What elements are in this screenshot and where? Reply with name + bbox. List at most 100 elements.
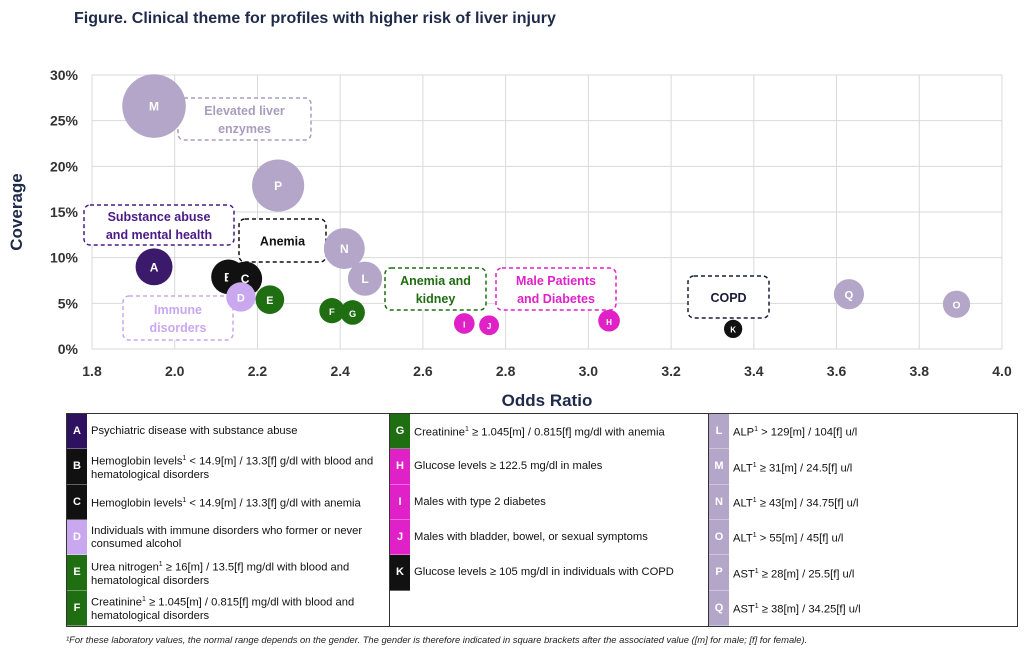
footnote: ¹For these laboratory values, the normal… bbox=[66, 634, 808, 645]
legend-row bbox=[390, 590, 708, 626]
legend-badge: M bbox=[709, 449, 729, 485]
data-point-label: H bbox=[606, 318, 612, 327]
data-point-n bbox=[323, 228, 365, 269]
data-point-label: J bbox=[487, 322, 491, 331]
legend-description: AST1 ≥ 28[m] / 25.5[f] u/l bbox=[733, 567, 855, 581]
x-axis-label: Odds Ratio bbox=[502, 391, 593, 410]
data-point-label: G bbox=[349, 309, 356, 319]
annotation-label: Substance abuse bbox=[108, 210, 211, 224]
legend-badge bbox=[390, 590, 410, 626]
legend-description: Individuals with immune disorders who fo… bbox=[91, 524, 363, 550]
x-tick-label: 2.0 bbox=[165, 363, 185, 379]
legend-badge: F bbox=[67, 590, 87, 626]
x-tick-label: 3.4 bbox=[744, 363, 764, 379]
annotation-label: Anemia and bbox=[400, 274, 471, 288]
legend-badge: E bbox=[67, 555, 87, 591]
annotation-label: kidney bbox=[416, 292, 456, 306]
annotation-label: Anemia bbox=[260, 235, 306, 249]
data-point-e bbox=[255, 285, 285, 314]
y-tick-label: 0% bbox=[58, 341, 79, 357]
data-point-k bbox=[723, 319, 743, 339]
legend-badge: I bbox=[390, 484, 410, 520]
data-point-label: P bbox=[274, 179, 282, 193]
legend-row: I Males with type 2 diabetes bbox=[390, 484, 708, 520]
legend-badge: K bbox=[390, 555, 410, 591]
legend-badge: N bbox=[709, 484, 729, 520]
legend-description: ALT1 ≥ 31[m] / 24.5[f] u/l bbox=[733, 461, 853, 475]
y-tick-label: 20% bbox=[50, 158, 79, 174]
legend-description: ALP1 > 129[m] / 104[f] u/l bbox=[733, 426, 858, 440]
legend-table: A Psychiatric disease with substance abus… bbox=[66, 413, 1018, 627]
annotation-label: Elevated liver bbox=[204, 104, 285, 118]
legend-description: Creatinine1 ≥ 1.045[m] / 0.815[f] mg/dl … bbox=[91, 596, 355, 623]
legend-badge: B bbox=[67, 449, 87, 485]
data-point-j bbox=[479, 315, 500, 336]
chart-title: Figure. Clinical theme for profiles with… bbox=[74, 10, 556, 27]
legend-description: Psychiatric disease with substance abuse bbox=[91, 425, 298, 438]
annotation-label: Male Patients bbox=[516, 274, 596, 288]
legend-column-2: G Creatinine1 ≥ 1.045[m] / 0.815[f] mg/dl… bbox=[390, 414, 709, 626]
data-points: ABCDEFGHIJKLMNOPQ bbox=[122, 74, 971, 339]
y-tick-label: 30% bbox=[50, 67, 79, 83]
legend-badge: D bbox=[67, 519, 87, 556]
legend-row: A Psychiatric disease with substance abus… bbox=[67, 414, 389, 450]
annotation-box bbox=[177, 97, 312, 141]
data-point-label: A bbox=[150, 260, 159, 274]
data-point-label: M bbox=[149, 100, 159, 114]
data-point-a bbox=[135, 248, 173, 286]
x-tick-label: 3.0 bbox=[579, 363, 599, 379]
legend-badge: C bbox=[67, 484, 87, 520]
legend-description: Glucose levels ≥ 105 mg/dl in individual… bbox=[414, 566, 674, 579]
annotation-box bbox=[384, 267, 487, 311]
y-tick-label: 25% bbox=[50, 113, 79, 129]
x-tick-label: 1.8 bbox=[82, 363, 102, 379]
annotation-box bbox=[495, 267, 617, 311]
y-axis-label: Coverage bbox=[7, 173, 26, 250]
data-point-label: D bbox=[237, 292, 245, 304]
legend-description: Creatinine1 ≥ 1.045[m] / 0.815[f] mg/dl … bbox=[414, 426, 665, 440]
legend-description: Males with bladder, bowel, or sexual sym… bbox=[414, 531, 648, 544]
legend-column-1: A Psychiatric disease with substance abus… bbox=[67, 414, 390, 626]
data-point-label: Q bbox=[845, 290, 854, 302]
data-point-i bbox=[453, 313, 475, 334]
legend-description: Males with type 2 diabetes bbox=[414, 495, 546, 508]
legend-description bbox=[410, 591, 418, 626]
annotation-label: Immune bbox=[154, 303, 202, 317]
x-tick-label: 2.4 bbox=[330, 363, 350, 379]
data-point-label: O bbox=[953, 301, 961, 312]
data-point-label: C bbox=[241, 272, 250, 286]
legend-description: AST1 ≥ 38[m] / 34.25[f] u/l bbox=[733, 602, 861, 616]
legend-description: Hemoglobin levels1 < 14.9[m] / 13.3[f] g… bbox=[91, 455, 374, 481]
data-point-l bbox=[347, 261, 383, 296]
legend-badge: A bbox=[67, 414, 87, 450]
annotation-box bbox=[122, 295, 234, 341]
legend-description: Glucose levels ≥ 122.5 mg/dl in males bbox=[414, 460, 603, 473]
data-point-h bbox=[598, 309, 620, 332]
data-point-q bbox=[833, 279, 865, 310]
annotation-label: and Diabetes bbox=[517, 292, 595, 306]
legend-description: ALT1 > 55[m] / 45[f] u/l bbox=[733, 532, 844, 546]
legend-row: G Creatinine1 ≥ 1.045[m] / 0.815[f] mg/dl… bbox=[390, 414, 708, 450]
data-point-g bbox=[340, 300, 365, 325]
x-tick-label: 4.0 bbox=[992, 363, 1012, 379]
y-tick-label: 10% bbox=[50, 250, 79, 266]
data-point-label: N bbox=[340, 242, 349, 256]
data-point-label: K bbox=[730, 325, 736, 334]
data-point-m bbox=[122, 74, 186, 138]
annotation-label: enzymes bbox=[218, 122, 271, 136]
legend-badge: G bbox=[390, 414, 410, 450]
